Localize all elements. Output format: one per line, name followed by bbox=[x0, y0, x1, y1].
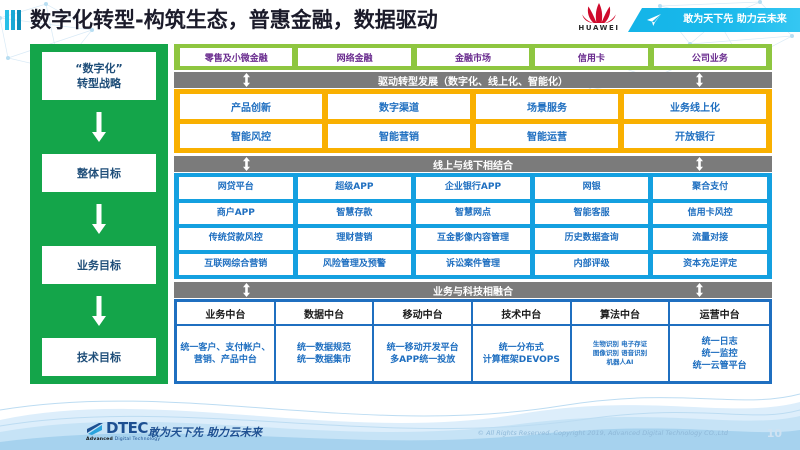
platform-title: 技术中台 bbox=[472, 302, 570, 326]
capability-cell[interactable]: 聚合支付 bbox=[653, 177, 767, 199]
capability-cell[interactable]: 互金影像内容管理 bbox=[416, 228, 530, 250]
double-arrow-icon bbox=[243, 73, 250, 87]
drive-cell[interactable]: 产品创新 bbox=[180, 94, 322, 119]
platform-body: 统一客户、支付帐户、营销、产品中台 bbox=[180, 342, 271, 365]
business-lines-band: 零售及小微金融 网络金融 金融市场 信用卡 公司业务 bbox=[174, 44, 772, 70]
sidebar-item-strategy[interactable]: “数字化” 转型战略 bbox=[42, 52, 156, 100]
capability-cell[interactable]: 商户APP bbox=[179, 202, 293, 224]
sidebar-arrow-2 bbox=[91, 192, 107, 246]
platform-body: 统一数据规范 统一数据集市 bbox=[296, 342, 351, 365]
double-arrow-icon bbox=[243, 283, 250, 297]
drive-cell[interactable]: 智能风控 bbox=[180, 123, 322, 148]
capability-cell[interactable]: 互联网综合营销 bbox=[179, 253, 293, 275]
capability-cell[interactable]: 智慧存款 bbox=[297, 202, 412, 224]
page-number: 10 bbox=[766, 427, 782, 440]
capability-cell[interactable]: 诉讼案件管理 bbox=[416, 253, 530, 275]
capability-cell[interactable]: 超级APP bbox=[297, 177, 412, 199]
platform-column[interactable]: 移动中台 统一移动开发平台 多APP统一投放 bbox=[374, 302, 473, 381]
platform-column[interactable]: 业务中台 统一客户、支付帐户、营销、产品中台 bbox=[177, 302, 276, 381]
divider-label: 业务与科技相融合 bbox=[433, 286, 513, 298]
platform-body: 统一分布式 计算框架DEVOPS bbox=[482, 342, 560, 365]
slide-header: 数字化转型-构筑生态，普惠金融，数据驱动 HUAWEI 敢为天下先 助力云未来 bbox=[0, 0, 800, 40]
slide-footer: DTEC Advanced Digital Technology 敢为天下先 助… bbox=[0, 384, 800, 450]
online-offline-band: 网贷平台 超级APP 企业银行APP 网银 聚合支付 商户APP 智慧存款 智慧… bbox=[174, 173, 772, 279]
platform-title: 算法中台 bbox=[571, 302, 669, 326]
capability-cell[interactable]: 网贷平台 bbox=[179, 177, 293, 199]
sidebar-item-tech-goal[interactable]: 技术目标 bbox=[42, 338, 156, 376]
drive-transformation-band: 产品创新 数字渠道 场景服务 业务线上化 智能风控 智能营销 智能运营 开放银行 bbox=[174, 89, 772, 153]
capability-cell[interactable]: 网银 bbox=[534, 177, 649, 199]
platform-body: 统一移动开发平台 多APP统一投放 bbox=[386, 342, 459, 365]
drive-cell[interactable]: 智能运营 bbox=[476, 123, 618, 148]
platform-title: 移动中台 bbox=[374, 302, 471, 326]
divider-business-tech-fusion: 业务与科技相融合 bbox=[174, 282, 772, 298]
cloud-slogan-ribbon: 敢为天下先 助力云未来 bbox=[628, 8, 800, 32]
dtec-tagline: Advanced Digital Technology bbox=[86, 437, 176, 442]
capability-cell[interactable]: 传统贷款风控 bbox=[179, 228, 293, 250]
business-line-cell[interactable]: 金融市场 bbox=[416, 48, 530, 66]
platform-title: 业务中台 bbox=[177, 302, 274, 326]
capability-cell[interactable]: 资本充足评定 bbox=[653, 253, 767, 275]
dtec-tagline-rest: Digital Technology bbox=[112, 437, 161, 442]
divider-label: 线上与线下相结合 bbox=[433, 160, 513, 172]
title-accent-bars-icon bbox=[5, 10, 25, 30]
drive-cell[interactable]: 场景服务 bbox=[476, 94, 618, 119]
drive-cell[interactable]: 数字渠道 bbox=[328, 94, 470, 119]
capability-cell[interactable]: 企业银行APP bbox=[416, 177, 530, 199]
dtec-logo: DTEC Advanced Digital Technology bbox=[86, 419, 176, 443]
copyright-text: © All Rights Reserved. Copyright 2019, A… bbox=[477, 429, 728, 437]
double-arrow-icon bbox=[696, 283, 703, 297]
business-line-cell[interactable]: 网络金融 bbox=[298, 48, 411, 66]
middle-platform-band: 业务中台 统一客户、支付帐户、营销、产品中台 数据中台 统一数据规范 统一数据集… bbox=[174, 299, 772, 384]
huawei-logo: HUAWEI bbox=[568, 2, 630, 38]
business-line-cell[interactable]: 信用卡 bbox=[535, 48, 648, 66]
dtec-tagline-bold: Advanced bbox=[86, 437, 113, 442]
drive-cell[interactable]: 智能营销 bbox=[328, 123, 470, 148]
business-line-cell[interactable]: 公司业务 bbox=[653, 48, 767, 66]
capability-cell[interactable]: 风险管理及预警 bbox=[297, 253, 412, 275]
divider-drive-transformation: 驱动转型发展（数字化、线上化、智能化） bbox=[174, 72, 772, 88]
paper-plane-icon bbox=[647, 14, 661, 26]
capability-cell[interactable]: 内部评级 bbox=[534, 253, 649, 275]
sidebar-item-business-goal[interactable]: 业务目标 bbox=[42, 246, 156, 284]
dtec-arrow-icon bbox=[87, 422, 103, 435]
architecture-content: 零售及小微金融 网络金融 金融市场 信用卡 公司业务 驱动转型发展（数字化、线上… bbox=[174, 44, 772, 384]
platform-title: 运营中台 bbox=[670, 302, 769, 326]
platform-column[interactable]: 数据中台 统一数据规范 统一数据集市 bbox=[275, 302, 375, 381]
platform-column[interactable]: 运营中台 统一日志 统一监控 统一云管平台 bbox=[670, 302, 769, 381]
strategy-sidebar: “数字化” 转型战略 整体目标 业务目标 技术目标 bbox=[30, 44, 168, 384]
sidebar-item-overall-goal[interactable]: 整体目标 bbox=[42, 154, 156, 192]
huawei-wordmark: HUAWEI bbox=[578, 24, 620, 32]
sidebar-arrow-3 bbox=[91, 284, 107, 338]
capability-cell[interactable]: 历史数据查询 bbox=[534, 228, 649, 250]
platform-column[interactable]: 算法中台 生物识别 电子存证 图像识别 语音识别 机器人AI bbox=[571, 302, 671, 381]
drive-cell[interactable]: 开放银行 bbox=[624, 123, 766, 148]
divider-label: 驱动转型发展（数字化、线上化、智能化） bbox=[378, 76, 568, 88]
business-line-cell[interactable]: 零售及小微金融 bbox=[180, 48, 293, 66]
platform-column[interactable]: 技术中台 统一分布式 计算框架DEVOPS bbox=[472, 302, 572, 381]
double-arrow-icon bbox=[696, 73, 703, 87]
capability-cell[interactable]: 理财营销 bbox=[297, 228, 412, 250]
capability-cell[interactable]: 智能客服 bbox=[534, 202, 649, 224]
sidebar-arrow-1 bbox=[91, 100, 107, 154]
platform-title: 数据中台 bbox=[275, 302, 373, 326]
drive-cell[interactable]: 业务线上化 bbox=[624, 94, 766, 119]
capability-cell[interactable]: 流量对接 bbox=[653, 228, 767, 250]
platform-body: 统一日志 统一监控 统一云管平台 bbox=[692, 336, 747, 371]
ribbon-slogan: 敢为天下先 助力云未来 bbox=[683, 14, 787, 25]
double-arrow-icon bbox=[243, 157, 250, 171]
divider-online-offline: 线上与线下相结合 bbox=[174, 156, 772, 172]
huawei-flower-icon bbox=[582, 3, 616, 23]
dtec-wordmark: DTEC bbox=[106, 419, 148, 437]
double-arrow-icon bbox=[696, 157, 703, 171]
capability-cell[interactable]: 智慧网点 bbox=[416, 202, 530, 224]
capability-cell[interactable]: 信用卡风控 bbox=[653, 202, 767, 224]
footer-slogan: 敢为天下先 助力云未来 bbox=[148, 426, 262, 439]
platform-body: 生物识别 电子存证 图像识别 语音识别 机器人AI bbox=[592, 340, 648, 366]
page-title: 数字化转型-构筑生态，普惠金融，数据驱动 bbox=[30, 8, 438, 32]
